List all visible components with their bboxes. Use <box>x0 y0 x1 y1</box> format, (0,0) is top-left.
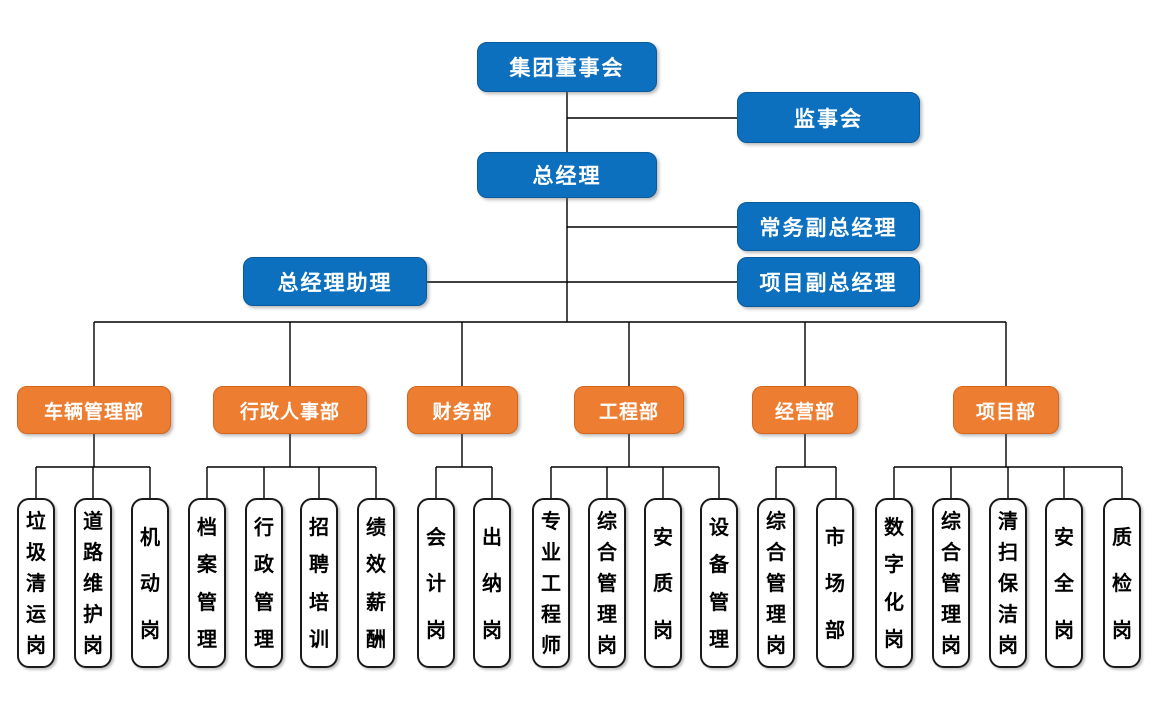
position-node-safety: 安全岗 <box>1045 498 1083 668</box>
dept-node-label: 财务部 <box>432 401 493 423</box>
position-node-general-management-ops: 综合管理岗 <box>757 498 795 668</box>
position-node-performance-payroll: 绩效薪酬 <box>357 498 395 668</box>
position-node-cashier: 出纳岗 <box>473 498 511 668</box>
org-node-label: 监事会 <box>794 107 863 131</box>
position-node-recruit-training: 招聘培训 <box>300 498 338 668</box>
position-node-cleaning: 清扫保洁岗 <box>989 498 1027 668</box>
position-node-digitalization: 数字化岗 <box>875 498 913 668</box>
dept-node-vehicle-management: 车辆管理部 <box>17 386 171 434</box>
dept-node-label: 经营部 <box>774 401 835 423</box>
dept-node-label: 行政人事部 <box>239 401 340 423</box>
dept-node-admin-hr: 行政人事部 <box>213 386 367 434</box>
dept-node-finance: 财务部 <box>407 386 518 434</box>
org-node-label: 常务副总经理 <box>759 216 898 240</box>
org-node-label: 总经理助理 <box>277 271 393 295</box>
position-node-general-management-eng: 综合管理岗 <box>588 498 626 668</box>
org-node-general-manager: 总经理 <box>477 152 657 198</box>
org-node-project-deputy-gm: 项目副总经理 <box>737 257 920 307</box>
position-node-road-maintenance: 道路维护岗 <box>74 498 112 668</box>
dept-node-label: 车辆管理部 <box>43 401 144 423</box>
dept-node-operations: 经营部 <box>752 386 858 434</box>
position-node-archives-management: 档案管理 <box>188 498 226 668</box>
org-node-supervisory-board: 监事会 <box>737 92 920 143</box>
position-node-equipment-management: 设备管理 <box>700 498 738 668</box>
position-node-admin-management: 行政管理 <box>245 498 283 668</box>
org-node-label: 集团董事会 <box>509 57 625 80</box>
position-node-general-management-proj: 综合管理岗 <box>932 498 970 668</box>
position-node-accountant: 会计岗 <box>417 498 455 668</box>
position-node-garbage-removal: 垃圾清运岗 <box>17 498 55 668</box>
position-node-professional-engineer: 专业工程师 <box>532 498 570 668</box>
org-node-group-board: 集团董事会 <box>477 42 657 92</box>
dept-node-label: 项目部 <box>975 401 1036 423</box>
org-node-gm-assistant: 总经理助理 <box>243 257 427 306</box>
position-node-safety-quality: 安质岗 <box>644 498 682 668</box>
position-node-quality-inspection: 质检岗 <box>1103 498 1141 668</box>
dept-node-project: 项目部 <box>953 386 1059 434</box>
dept-node-label: 工程部 <box>598 401 659 423</box>
org-node-executive-deputy-gm: 常务副总经理 <box>737 202 920 251</box>
dept-node-engineering: 工程部 <box>574 386 684 434</box>
position-node-mobile-post: 机动岗 <box>131 498 169 668</box>
org-node-label: 总经理 <box>532 165 602 188</box>
position-node-market-dept: 市场部 <box>816 498 854 668</box>
org-node-label: 项目副总经理 <box>759 272 898 295</box>
